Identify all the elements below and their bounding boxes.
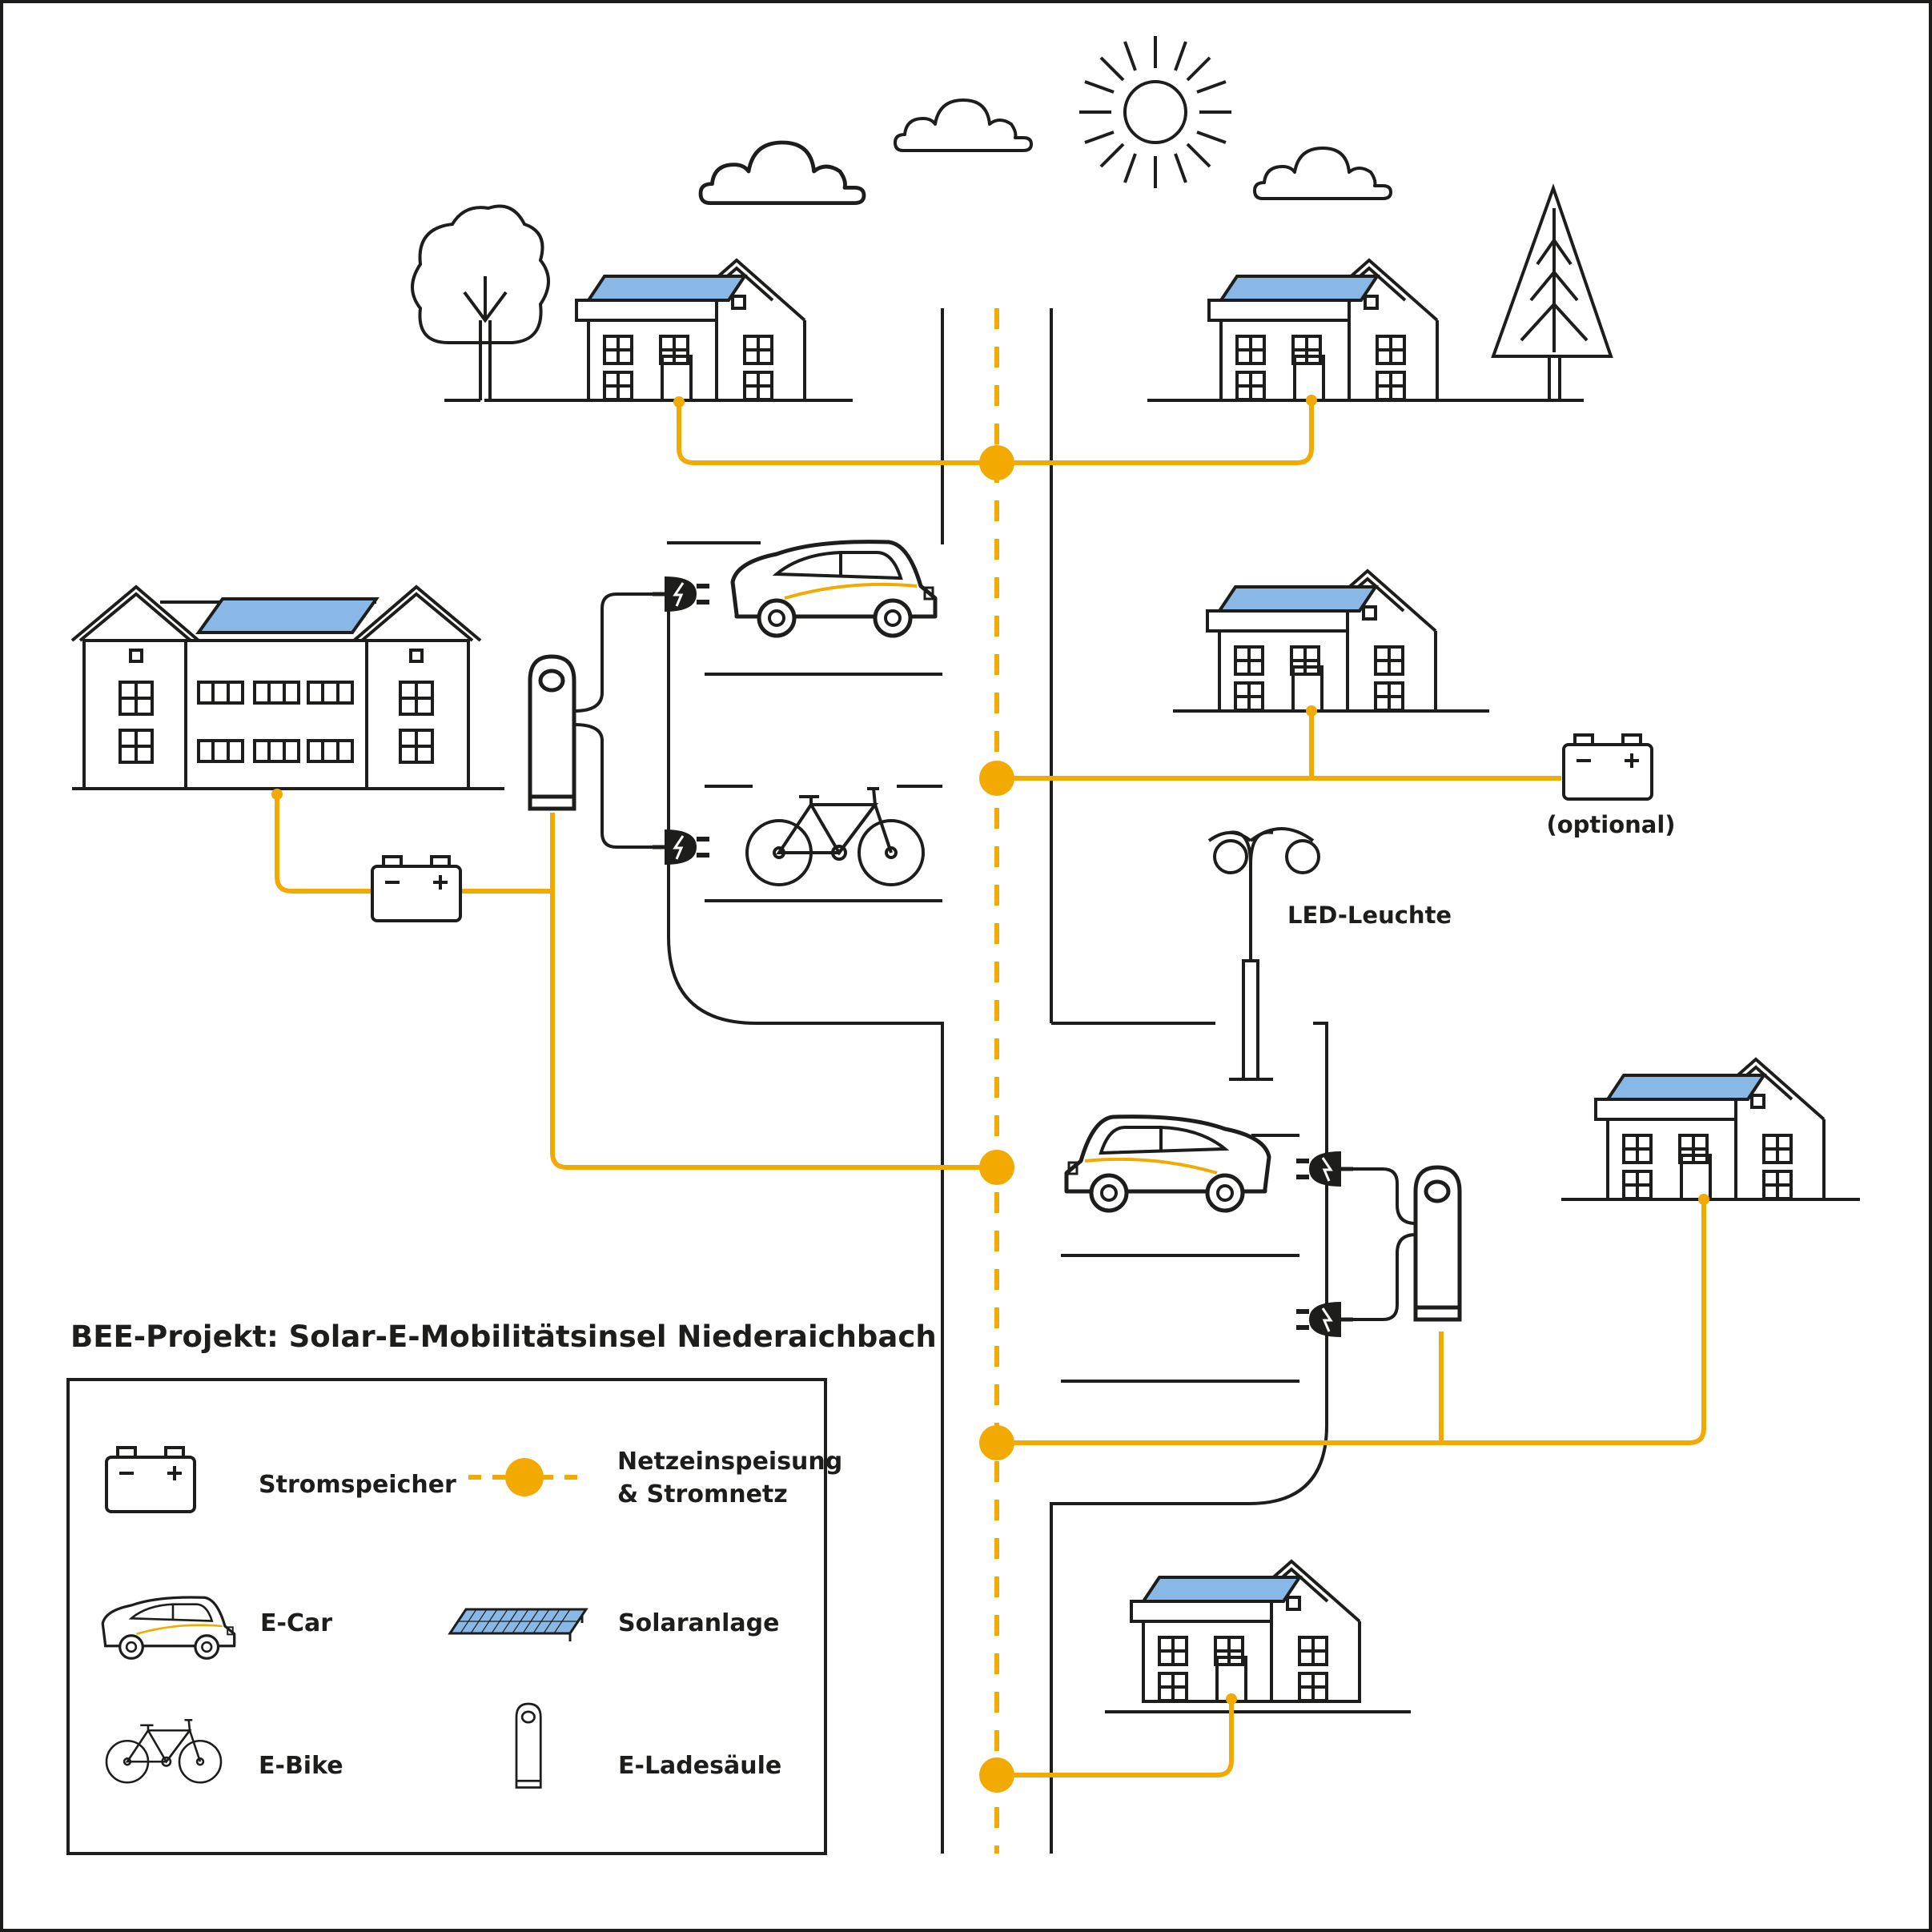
charging-station-icon (1416, 1167, 1460, 1319)
legend-grid-label-line2: & Stromnetz (617, 1480, 788, 1508)
e-car-icon (1066, 1117, 1269, 1211)
tree-icon (411, 204, 550, 402)
cloud-icon (1253, 147, 1392, 200)
battery-icon (1562, 733, 1653, 801)
legend-ecar-label: E-Car (260, 1609, 332, 1637)
fir-tree-icon (1491, 183, 1613, 403)
battery-icon (371, 855, 462, 922)
charger-cables (573, 592, 653, 849)
legend-charger-label: E-Ladesäule (618, 1752, 781, 1780)
e-bike-icon (745, 787, 925, 886)
optional-label: (optional) (1546, 811, 1675, 838)
cloud-icon (894, 98, 1033, 152)
cloud-icon (701, 143, 864, 203)
charger-cables (1353, 1167, 1416, 1321)
plug-icon (1296, 1151, 1353, 1187)
diagram-title: BEE-Projekt: Solar-E-Mobilitätsinsel Nie… (70, 1319, 937, 1354)
grid-junction-dots (271, 395, 1709, 1793)
legend-battery-label: Stromspeicher (259, 1471, 456, 1499)
sun-icon (1079, 36, 1231, 188)
legend-solar-label: Solaranlage (618, 1609, 780, 1637)
plug-icon (1296, 1302, 1353, 1337)
legend-e-car-icon (101, 1596, 236, 1660)
plug-icon (653, 829, 709, 865)
legend-charger-icon (515, 1702, 542, 1789)
charging-station-icon (530, 657, 574, 809)
house-icon (1594, 1058, 1826, 1201)
legend-grid-label-line1: Netzeinspeisung (617, 1448, 842, 1476)
legend-box (66, 1378, 827, 1855)
road (667, 308, 1328, 1854)
led-street-lamp-icon (1207, 827, 1320, 1081)
led-lamp-label: LED-Leuchte (1287, 902, 1452, 929)
legend-ebike-label: E-Bike (259, 1752, 343, 1780)
e-car-icon (733, 542, 935, 636)
legend-grid-icon (468, 1458, 584, 1496)
house-icon (1207, 259, 1439, 402)
legend-solar-icon (448, 1608, 588, 1643)
power-grid-lines (275, 400, 1706, 1777)
legend-battery-icon (105, 1446, 196, 1513)
plug-icon (653, 576, 709, 612)
legend-e-bike-icon (105, 1718, 223, 1784)
house-icon (575, 259, 806, 402)
house-icon (1130, 1560, 1361, 1703)
apartment-building-icon (70, 584, 504, 790)
house-icon (1206, 569, 1437, 713)
